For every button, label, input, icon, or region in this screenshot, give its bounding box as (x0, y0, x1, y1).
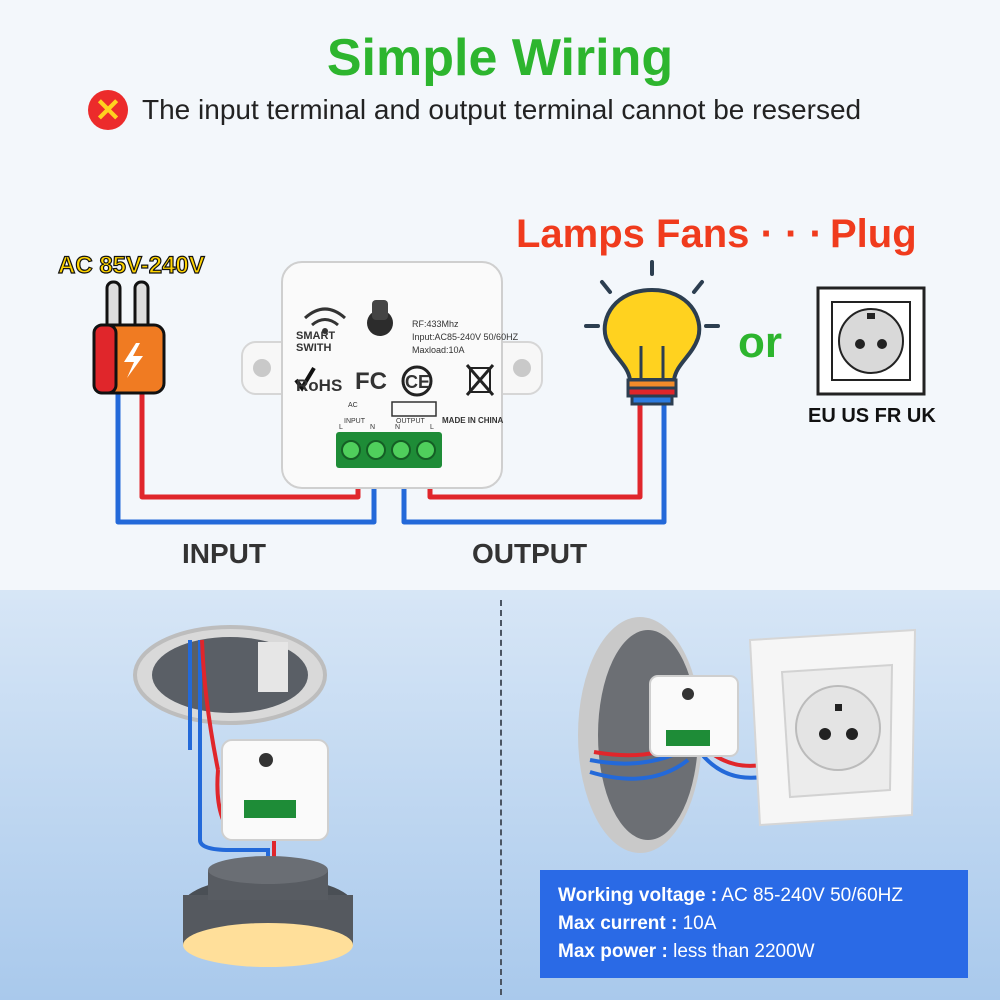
spec-power-label: Max power : (558, 941, 668, 962)
terminal-l1: L (339, 424, 343, 431)
loads-label: Lamps Fans · · · (516, 212, 823, 256)
section-divider (500, 600, 502, 995)
brand-line2: SWITH (296, 342, 332, 354)
spec-power: Max power : less than 2200W (558, 938, 950, 966)
rohs-mark: RoHS (296, 376, 343, 395)
power-label: AC 85V-240V (57, 251, 205, 279)
page-title: Simple Wiring (326, 29, 674, 87)
socket-install-illustration (578, 617, 917, 853)
module-input: Input:AC85-240V 50/60HZ (412, 332, 519, 342)
terminal-l2: L (430, 424, 434, 431)
spec-current-value: 10A (682, 913, 717, 934)
fc-mark: FC (355, 368, 387, 395)
spec-power-value: less than 2200W (673, 941, 815, 962)
spec-current: Max current : 10A (558, 910, 950, 938)
switch-module (241, 261, 543, 489)
wall-socket-icon (816, 286, 926, 396)
warning-text: The input terminal and output terminal c… (142, 94, 862, 125)
spec-voltage-label: Working voltage : (558, 885, 718, 906)
module-brand: SMART SWITH (296, 330, 335, 354)
input-terminal-label: INPUT (344, 418, 365, 425)
spec-current-label: Max current : (558, 913, 678, 934)
spec-voltage-value: AC 85-240V 50/60HZ (721, 885, 903, 906)
power-plug-icon (92, 280, 166, 395)
input-label: INPUT (182, 538, 266, 569)
spec-voltage: Working voltage : AC 85-240V 50/60HZ (558, 882, 950, 910)
ce-mark: CE (405, 372, 431, 392)
module-maxload: Maxload:10A (412, 345, 465, 355)
plug-label: Plug (830, 212, 917, 256)
light-bulb-icon (584, 260, 720, 406)
warning: ✕ The input terminal and output terminal… (88, 88, 861, 132)
output-terminal-label: OUTPUT (396, 418, 425, 425)
ac-mark: AC (348, 402, 358, 409)
specs-box: Working voltage : AC 85-240V 50/60HZ Max… (540, 870, 968, 978)
terminal-n2: N (395, 424, 401, 431)
x-icon: ✕ (88, 90, 128, 130)
module-rf: RF:433Mhz (412, 319, 459, 329)
brand-line1: SMART (296, 330, 336, 342)
plug-types: EU US FR UK (808, 405, 936, 427)
output-label: OUTPUT (472, 538, 588, 569)
made-in-label: MADE IN CHINA (442, 416, 504, 425)
or-label: or (738, 318, 782, 367)
terminal-n1: N (370, 424, 376, 431)
ceiling-install-illustration (133, 625, 353, 967)
module-specs: RF:433Mhz Input:AC85-240V 50/60HZ Maxloa… (412, 318, 518, 357)
